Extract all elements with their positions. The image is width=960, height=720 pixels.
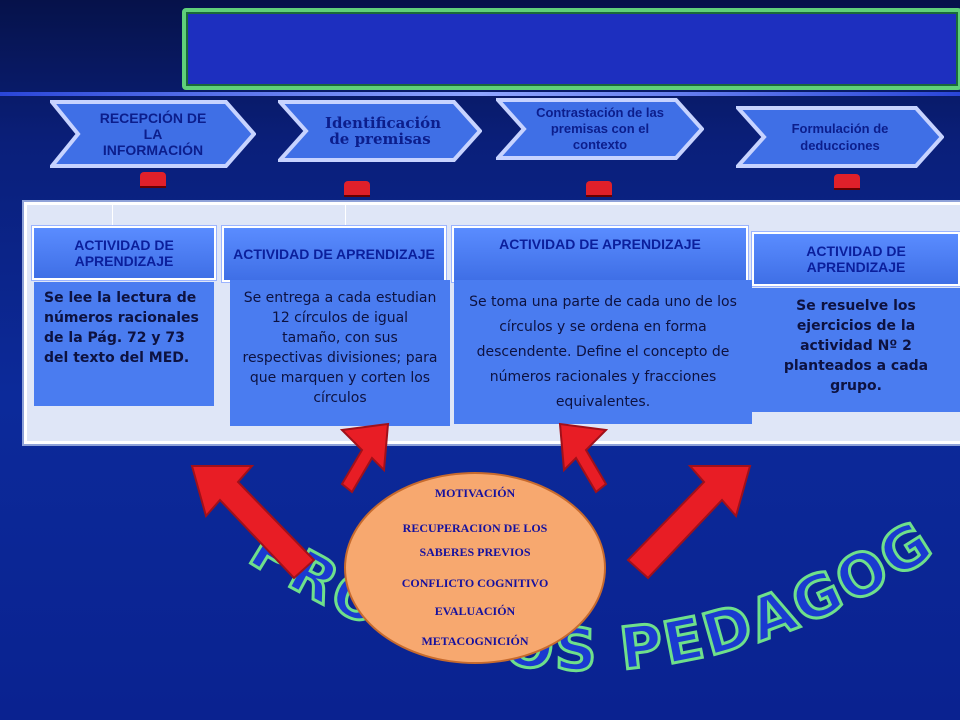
activity-text: Se toma una parte de cada uno de los cír… <box>454 280 752 424</box>
process-conflicto: CONFLICTO COGNITIVO <box>401 576 549 590</box>
processes-ellipse <box>346 474 604 662</box>
activity-header-label: ACTIVIDAD DE APRENDIZAJE <box>34 228 214 278</box>
step-contrastacion: Contrastación de las premisas con el con… <box>496 96 704 162</box>
activity-text: Se entrega a cada estudian 12 círculos d… <box>230 280 450 426</box>
chevron-shape <box>736 106 944 168</box>
connector <box>586 181 612 195</box>
bracket <box>112 202 346 233</box>
activity-header-label: ACTIVIDAD DE APRENDIZAJE <box>754 234 958 284</box>
title-banner <box>182 8 960 90</box>
step-identificacion: Identificación de premisas <box>278 98 482 164</box>
arrow-icon <box>626 465 752 580</box>
connector <box>834 174 860 188</box>
arrow-icon <box>339 422 390 494</box>
step-label: RECEPCIÓN DE LA INFORMACIÓN <box>99 110 207 158</box>
step-label: Formulación de deducciones <box>791 121 889 153</box>
arrow-icon <box>558 422 609 494</box>
activity-header: ACTIVIDAD DE APRENDIZAJE <box>452 226 748 282</box>
activity-header-label: ACTIVIDAD DE APRENDIZAJE <box>224 228 444 280</box>
step-label: Contrastación de las premisas con el con… <box>536 105 664 152</box>
connector <box>140 172 166 186</box>
process-metacognicion: METACOGNICIÓN <box>421 634 529 648</box>
step-recepcion: RECEPCIÓN DE LA INFORMACIÓN <box>50 98 256 170</box>
step-formulacion: Formulación de deducciones <box>736 104 944 170</box>
chevron-shape <box>278 100 482 162</box>
connector <box>344 181 370 195</box>
activity-header: ACTIVIDAD DE APRENDIZAJE <box>32 226 216 280</box>
step-label: Identificación de premisas <box>325 114 442 148</box>
activity-header-label: ACTIVIDAD DE APRENDIZAJE <box>454 228 746 280</box>
activity-text: Se lee la lectura de números racionales … <box>34 282 214 406</box>
chevron-shape <box>496 98 704 160</box>
process-evaluacion: EVALUACIÓN <box>434 604 516 618</box>
divider-line <box>0 92 960 96</box>
activity-text: Se resuelve los ejercicios de la activid… <box>752 288 960 412</box>
process-saberes-previos: RECUPERACION DE LOS SABERES PREVIOS <box>402 521 548 559</box>
process-motivacion: MOTIVACIÓN <box>434 486 516 500</box>
chevron-shape <box>50 100 256 168</box>
activity-header: ACTIVIDAD DE APRENDIZAJE <box>222 226 446 282</box>
arrow-icon <box>190 465 316 580</box>
activity-header: ACTIVIDAD DE APRENDIZAJE <box>752 232 960 286</box>
